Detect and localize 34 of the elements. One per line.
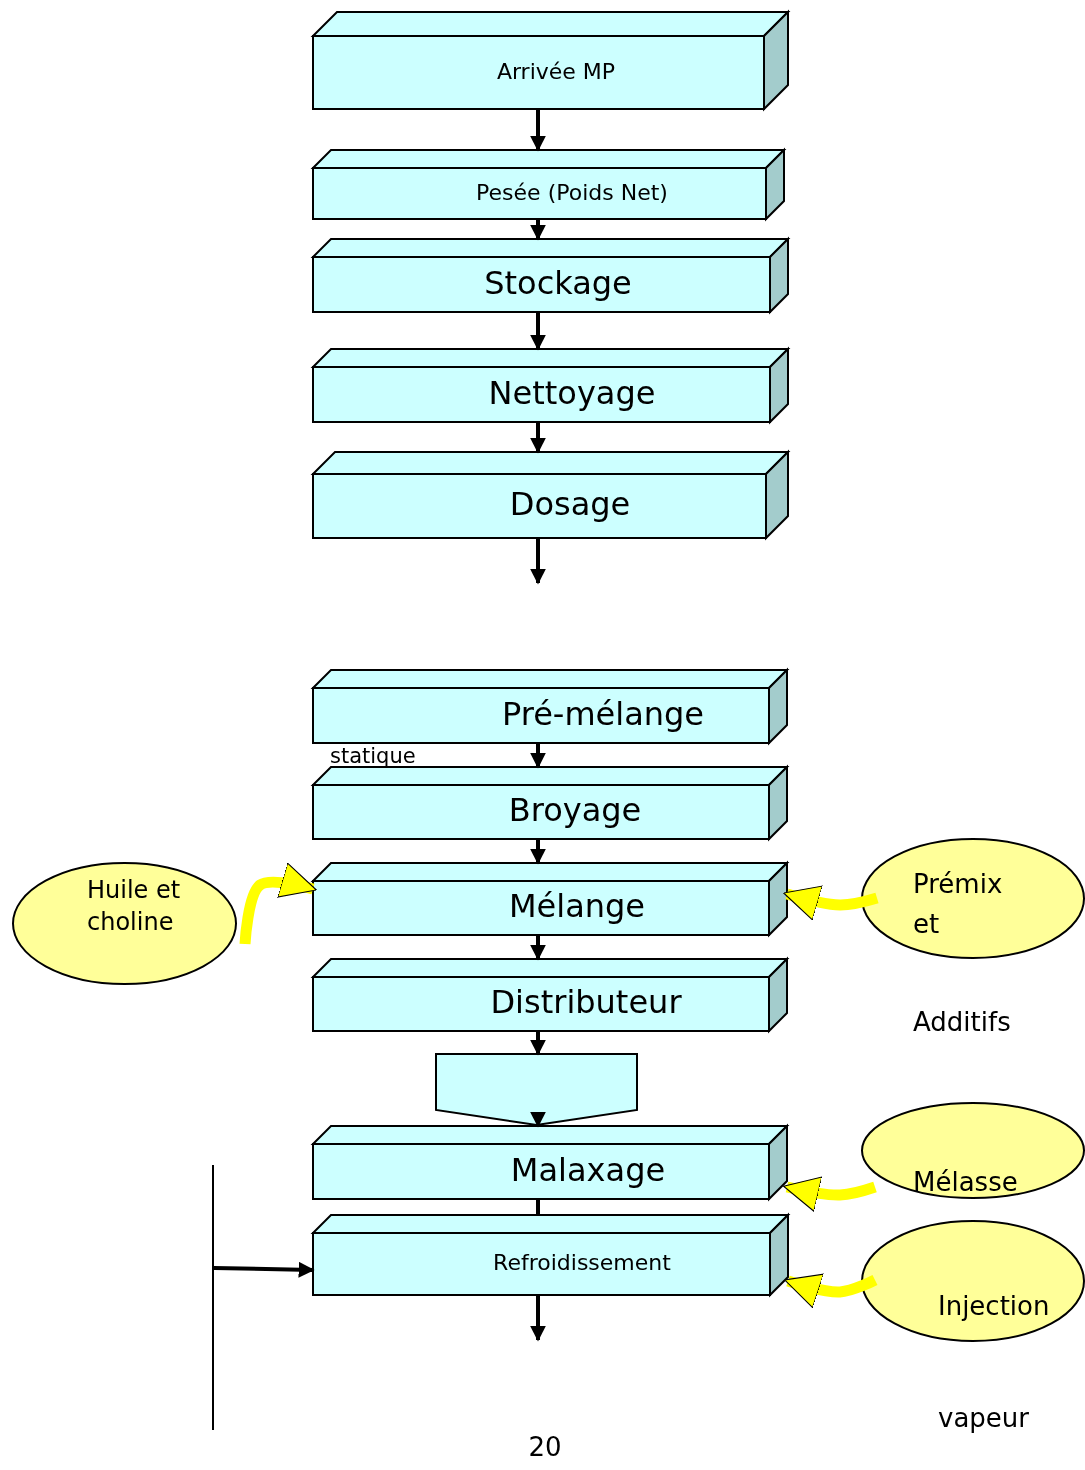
page-number: 20 <box>528 1432 562 1462</box>
arrow <box>213 1261 315 1278</box>
step-label: Nettoyage <box>488 374 656 412</box>
step-label: Pesée (Poids Net) <box>476 179 668 206</box>
arrow <box>530 839 546 865</box>
ingredient-label: Additifs <box>913 1008 1011 1038</box>
step-label: Stockage <box>484 264 632 302</box>
ingredient-label: vapeur <box>938 1404 1029 1434</box>
arrow <box>530 1111 546 1128</box>
step-label: Arrivée MP <box>496 58 616 85</box>
step-label: Broyage <box>508 792 642 829</box>
arrow <box>530 1295 546 1342</box>
arrow <box>530 538 546 585</box>
step-label: Distributeur <box>490 984 682 1021</box>
step-label: Malaxage <box>510 1151 666 1189</box>
arrow <box>530 109 546 152</box>
block-arrow <box>783 885 879 921</box>
step-label: Refroidissement <box>493 1250 671 1276</box>
arrow <box>530 743 546 769</box>
step-label: Pré-mélange <box>501 695 705 733</box>
step-label: Dosage <box>509 486 631 523</box>
arrow <box>530 422 546 454</box>
text-label: statique <box>330 744 416 768</box>
block-arrow <box>784 1273 878 1308</box>
arrow <box>530 935 546 961</box>
ingredient-label: Mélasse <box>913 1166 1019 1199</box>
arrow <box>530 219 546 241</box>
ingredient-label: Injection <box>938 1290 1051 1323</box>
arrow <box>530 312 546 351</box>
ingredient-label: Huile et choline <box>87 875 182 938</box>
arrow <box>530 1031 546 1056</box>
ingredient-label: Prémix et <box>913 868 1004 941</box>
block-arrow <box>783 1176 877 1212</box>
step-label: Mélange <box>508 888 646 925</box>
